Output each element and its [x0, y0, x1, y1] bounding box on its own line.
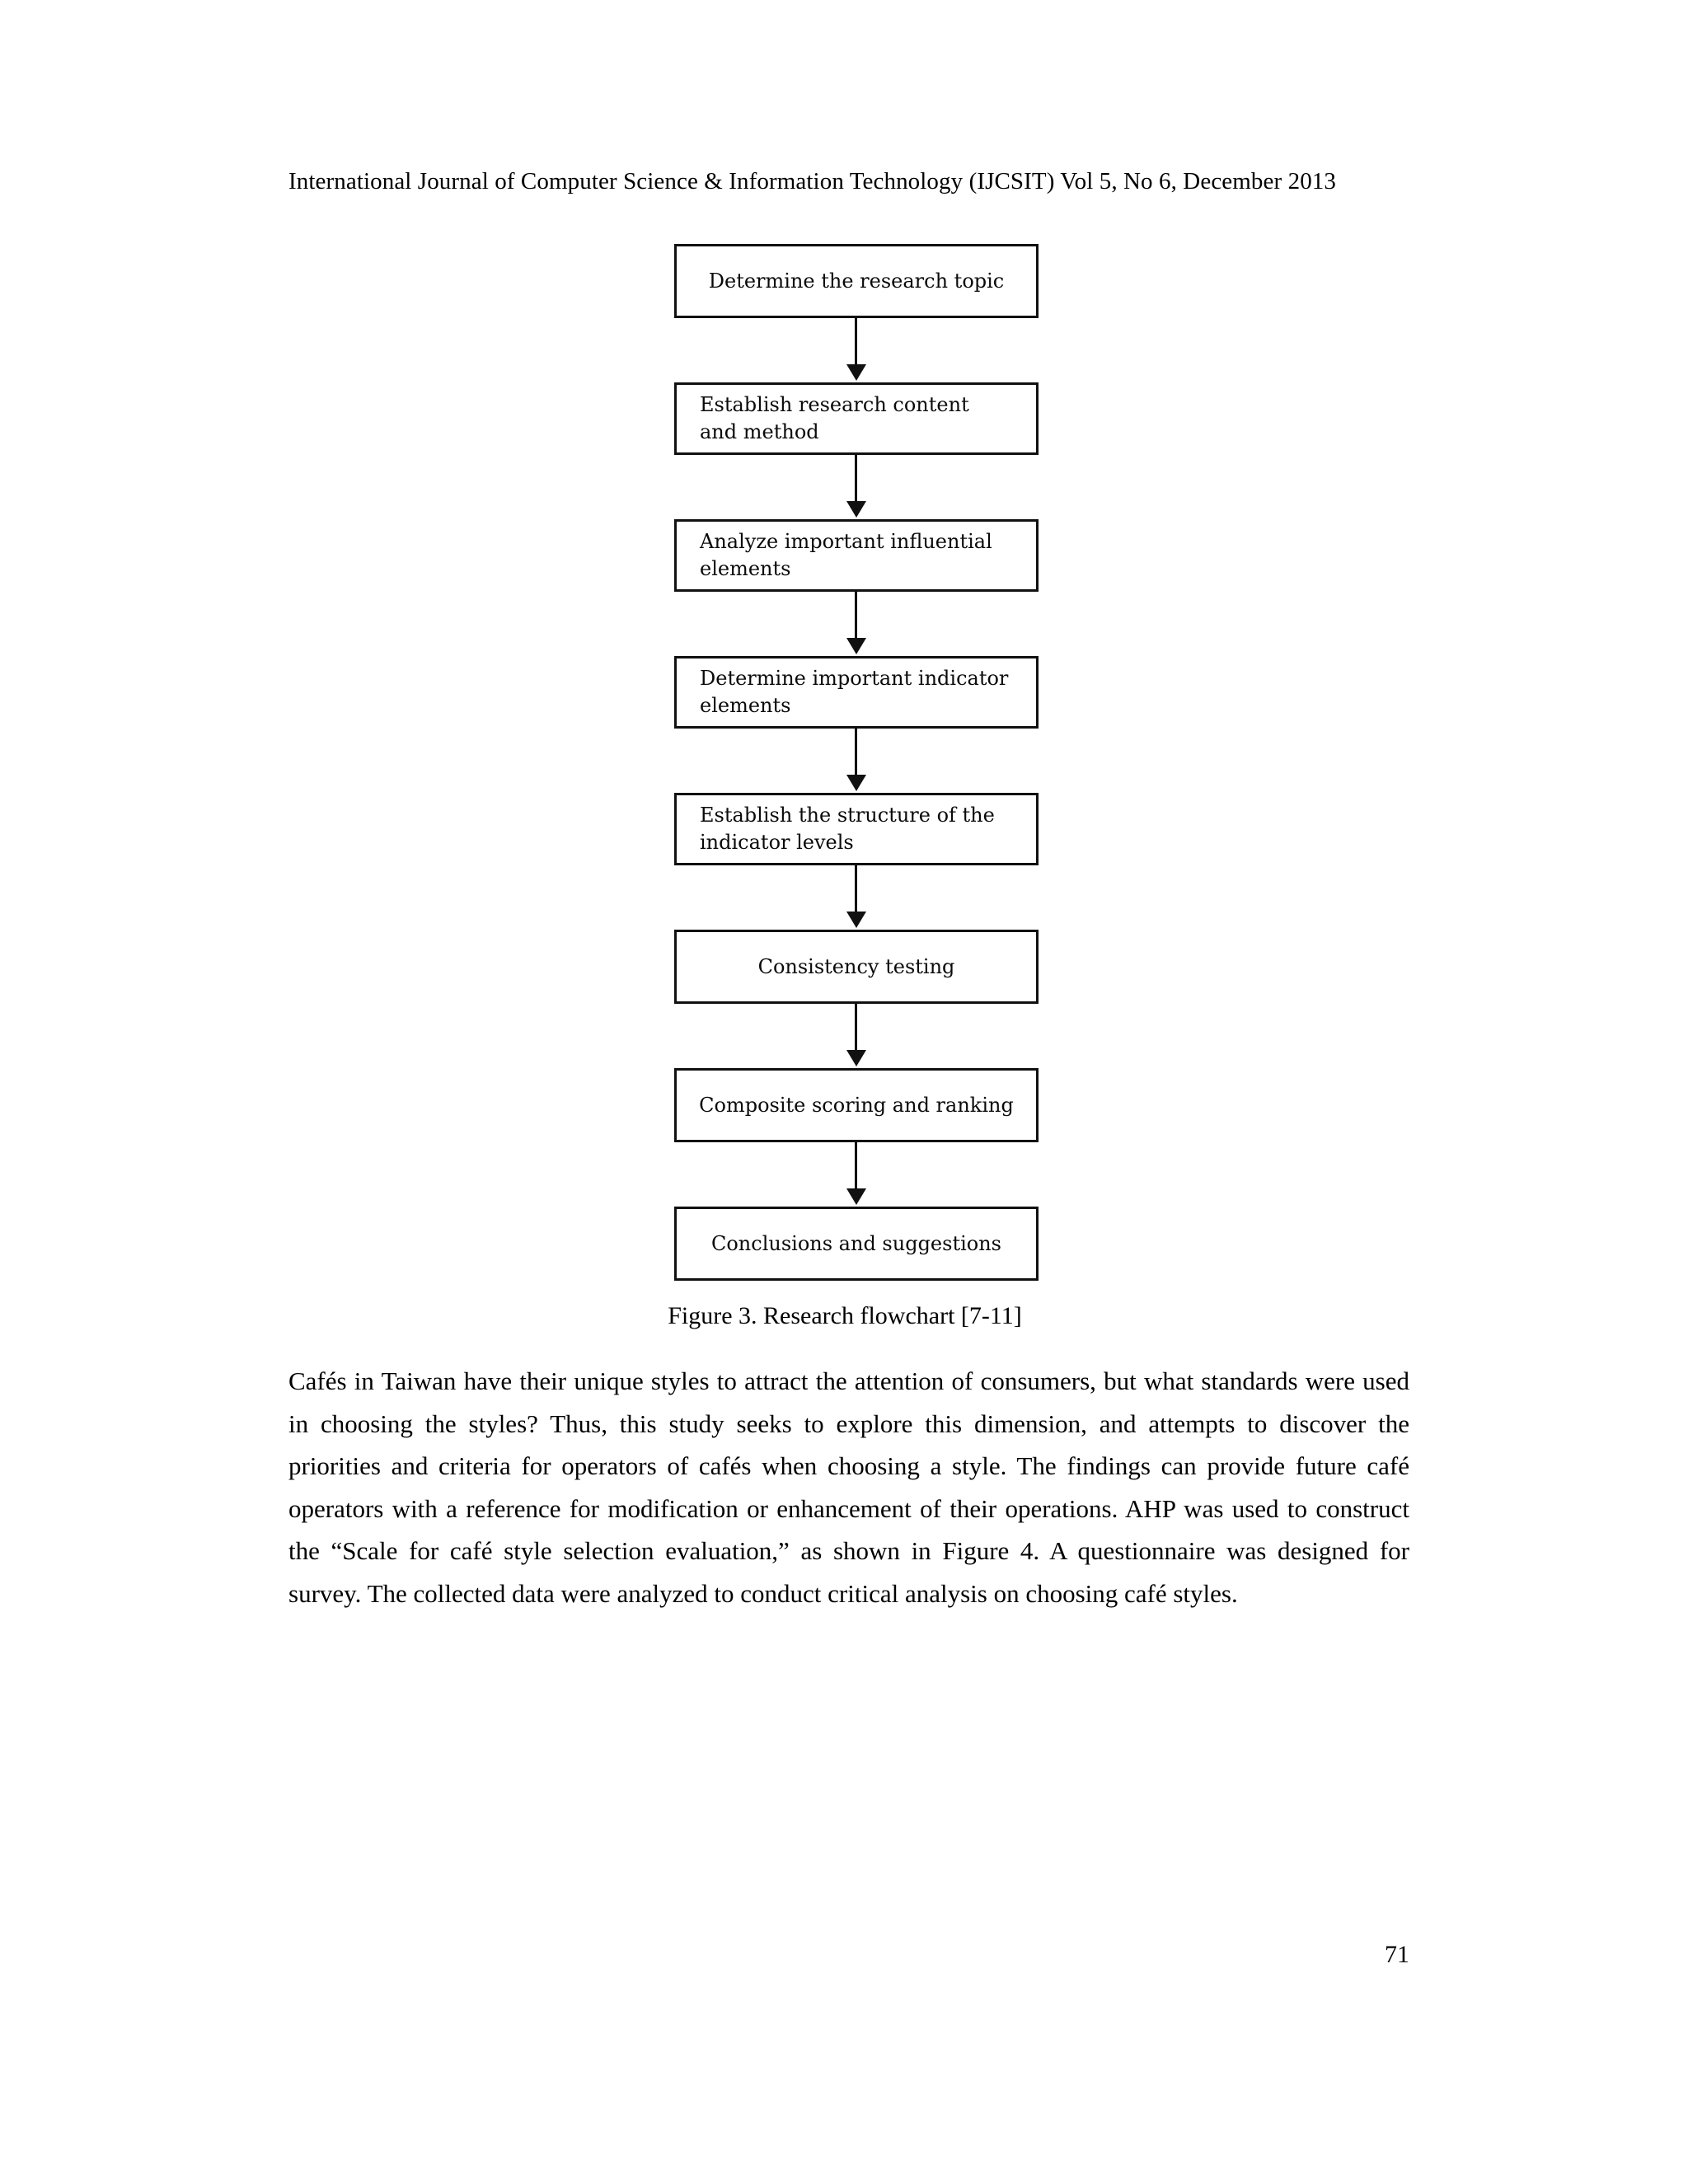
flowchart-node-label: Analyze important influential: [700, 530, 992, 553]
flowchart-node-label: Establish research content: [700, 393, 969, 416]
flowchart-node-label: elements: [700, 694, 791, 717]
connector-line: [855, 865, 857, 916]
connector-line: [855, 592, 857, 643]
running-header: International Journal of Computer Scienc…: [288, 168, 1337, 194]
flowchart-node-step-6: Consistency testing: [674, 930, 1039, 1004]
connector-line: [855, 729, 857, 780]
body-paragraph: Cafés in Taiwan have their unique styles…: [288, 1366, 1409, 1608]
page-number: 71: [1385, 1941, 1409, 1968]
flowchart-node-step-7: Composite scoring and ranking: [674, 1068, 1039, 1142]
connector-line: [855, 1142, 857, 1193]
flowchart-node-label: indicator levels: [700, 831, 854, 854]
flowchart-node-label: Consistency testing: [757, 954, 955, 978]
flowchart-node-label: Determine the research topic: [708, 269, 1005, 293]
flowchart-node-step-3: Analyze important influential elements: [674, 519, 1039, 592]
arrow-down-icon: [846, 501, 866, 518]
flowchart-node-label: Determine important indicator: [700, 667, 1009, 690]
figure-caption: Figure 3. Research flowchart [7-11]: [668, 1302, 1022, 1329]
flowchart-node-label: elements: [700, 557, 791, 580]
flow-connector-arrow: [674, 1004, 1039, 1068]
arrow-down-icon: [846, 638, 866, 654]
flowchart-node-label: and method: [700, 420, 819, 443]
flowchart-node-label: Conclusions and suggestions: [710, 1231, 1001, 1255]
flow-connector-arrow: [674, 729, 1039, 793]
flowchart-node-label: Establish the structure of the: [700, 804, 995, 827]
flowchart-node-step-8: Conclusions and suggestions: [674, 1207, 1039, 1281]
flowchart-node-step-2: Establish research content and method: [674, 382, 1039, 455]
arrow-down-icon: [846, 775, 866, 791]
arrow-down-icon: [846, 912, 866, 928]
flow-connector-arrow: [674, 865, 1039, 930]
flow-connector-arrow: [674, 318, 1039, 382]
flowchart-node-step-4: Determine important indicator elements: [674, 656, 1039, 729]
arrow-down-icon: [846, 1050, 866, 1066]
connector-line: [855, 455, 857, 506]
arrow-down-icon: [846, 1188, 866, 1205]
flow-connector-arrow: [674, 1142, 1039, 1207]
flow-connector-arrow: [674, 455, 1039, 519]
flowchart-node-label: Composite scoring and ranking: [699, 1093, 1014, 1117]
flow-connector-arrow: [674, 592, 1039, 656]
connector-line: [855, 318, 857, 369]
connector-line: [855, 1004, 857, 1055]
arrow-down-icon: [846, 364, 866, 381]
flowchart-node-step-5: Establish the structure of the indicator …: [674, 793, 1039, 865]
flowchart-node-step-1: Determine the research topic: [674, 244, 1039, 318]
